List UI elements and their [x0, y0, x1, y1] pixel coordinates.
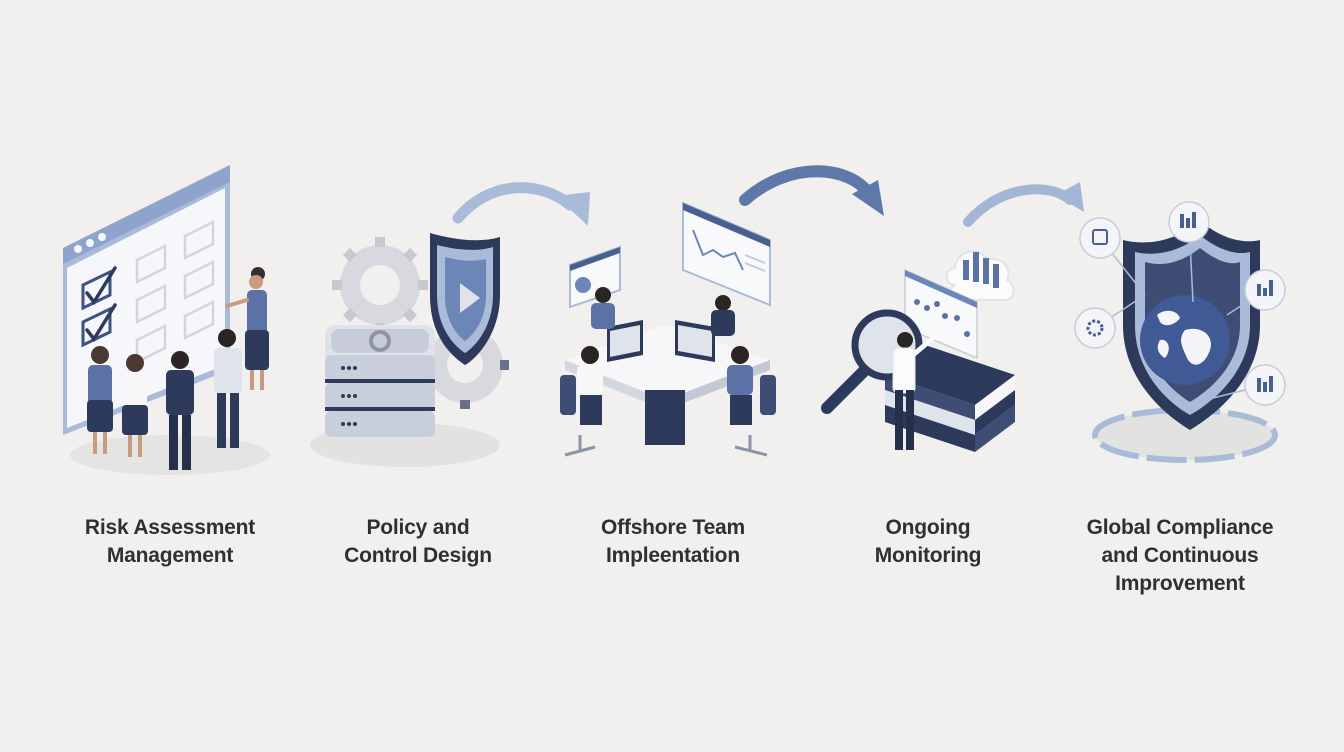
office-chair-icon: [560, 375, 776, 457]
step-4-label-line-2: Monitoring: [874, 544, 982, 567]
magnifier-icon: [821, 309, 923, 414]
step-3-label: Offshore Team Impleentation: [573, 514, 773, 570]
step-2-label-line-2: Control Design: [344, 544, 492, 567]
step-5-label-line-3: Improvement: [1115, 572, 1245, 595]
analytics-screen-icon: [682, 201, 771, 307]
team-workstations-icon: [560, 201, 776, 457]
arrow-step2-to-step3-icon: [452, 182, 590, 226]
shield-icon: [430, 233, 500, 365]
step-3-label-line-2: Impleentation: [606, 544, 740, 567]
step-5-label-line-2: and Continuous: [1101, 544, 1259, 567]
server-gears-shield-icon: [310, 233, 509, 467]
network-node-icons: [1074, 201, 1286, 406]
step-4-label: Ongoing Monitoring: [828, 514, 1028, 570]
step-4-label-line-1: Ongoing: [885, 516, 971, 539]
step-2-label: Policy and Control Design: [318, 514, 518, 570]
arrow-step3-to-step4-icon: [739, 165, 884, 216]
scatter-chart-screen-icon: [904, 268, 978, 360]
gear-icon: [332, 237, 428, 333]
analyst-figure-icon: [892, 332, 936, 450]
step-5-label-line-1: Global Compliance: [1086, 516, 1274, 539]
step-2-label-line-1: Policy and: [366, 516, 470, 539]
step-5-label: Global Compliance and Continuous Improve…: [1070, 514, 1290, 598]
step-3-label-line-1: Offshore Team: [600, 516, 746, 539]
globe-icon: [1140, 295, 1230, 385]
arrow-step4-to-step5-icon: [963, 182, 1084, 227]
step-1-label-line-1: Risk Assessment: [84, 516, 256, 539]
server-stack-icon: [325, 325, 435, 437]
step-1-label: Risk Assessment Management: [70, 514, 270, 570]
presentation-screen-icon: [569, 245, 621, 309]
checklist-board-with-team-icon: [63, 165, 270, 475]
globe-shield-network-icon: [1074, 201, 1286, 463]
step-1-label-line-2: Management: [106, 544, 234, 567]
worker-figures-icon: [577, 287, 753, 425]
presenter-figure-icon: [225, 267, 269, 390]
magnifier-books-cloud-chart-icon: [821, 250, 1015, 452]
team-figures-icon: [87, 329, 242, 470]
